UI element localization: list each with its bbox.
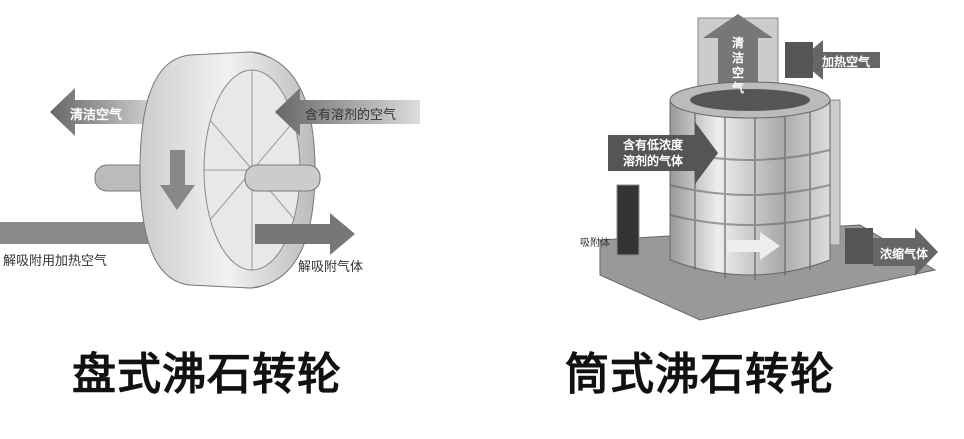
desorb-heated-air-arrow — [0, 222, 150, 244]
low-conc-gas-label-1: 含有低浓度 — [623, 138, 684, 152]
clean-air-label: 清洁空气 — [70, 108, 123, 123]
adsorbent-block — [616, 184, 640, 256]
disk-rotor-title: 盘式沸石转轮 — [72, 349, 342, 400]
heated-air-arrow — [800, 40, 880, 80]
desorb-heated-air-label: 解吸附用加热空气 — [3, 254, 108, 269]
inner-flow-arrow — [727, 232, 780, 260]
low-conc-gas-arrow — [608, 122, 718, 184]
adsorbent-label: 吸附体 — [580, 238, 610, 249]
clean-air-arrow — [50, 88, 165, 136]
low-conc-gas-label-2: 溶剂的气体 — [623, 154, 684, 168]
cylinder-rotor-title: 筒式沸石转轮 — [565, 349, 835, 400]
disk-rotor-diagram — [0, 51, 420, 289]
concentrated-gas-label: 浓缩气体 — [880, 247, 929, 261]
heated-air-label: 加热空气 — [822, 55, 871, 69]
cylinder-rotor-diagram — [599, 14, 938, 321]
desorb-gas-arrow — [255, 213, 355, 255]
rotation-arrow — [160, 150, 195, 210]
desorb-gas-label: 解吸附气体 — [298, 260, 364, 275]
concentrated-gas-arrow — [873, 228, 938, 276]
shaft-front — [244, 164, 321, 192]
solvent-air-arrow-shape — [275, 88, 420, 136]
clean-air-vertical-label: 清洁空气 — [732, 36, 745, 95]
solvent-air-label: 含有溶剂的空气 — [305, 108, 397, 123]
